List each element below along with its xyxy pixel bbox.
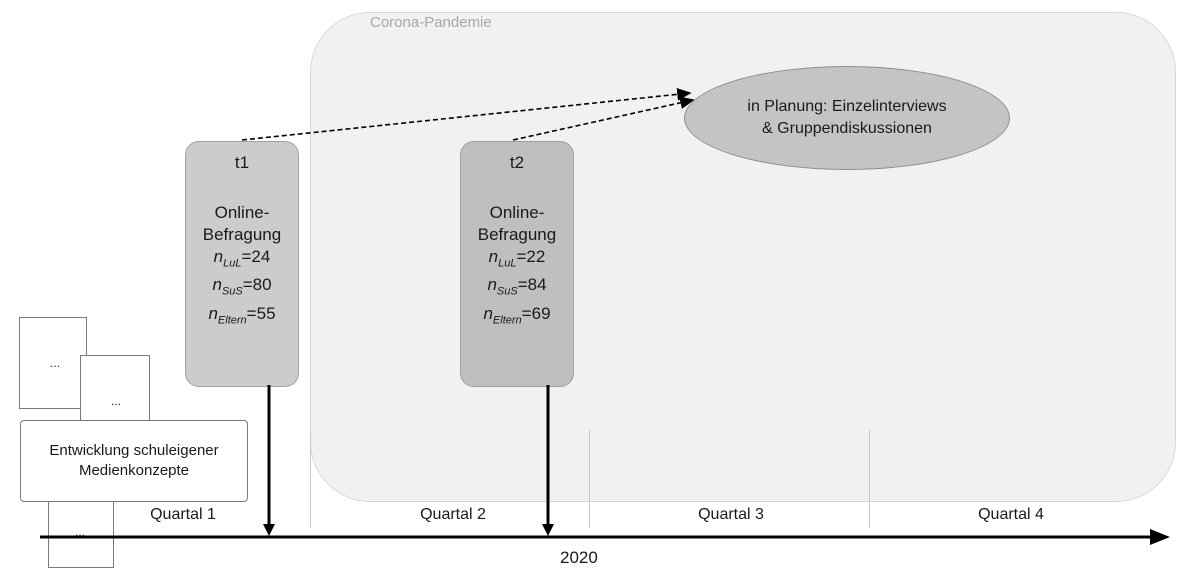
quarter-divider: [310, 430, 311, 528]
t1-arrowhead: [263, 524, 275, 536]
media-concepts-line2: Medienkonzepte: [78, 462, 190, 479]
quarter-divider: [869, 430, 870, 528]
t1-n-sus: nSuS=80: [212, 275, 272, 298]
timeline-year: 2020: [560, 548, 598, 567]
t2-label: t2: [509, 153, 525, 172]
t1-to-planned-arrow: [241, 87, 692, 141]
document-scroll: ...: [19, 317, 87, 409]
corona-label: Corona-Pandemie: [370, 14, 492, 31]
quarter-label-2: Quartal 2: [420, 506, 486, 523]
timeline-arrowhead: [1150, 529, 1170, 545]
t2-arrowhead: [542, 524, 554, 536]
t1-n-eltern: nEltern=55: [208, 303, 276, 327]
t1-label: t1: [234, 153, 250, 172]
quarter-label-4: Quartal 4: [978, 506, 1044, 523]
t1-n-lul: nLuL=24: [213, 247, 271, 270]
t2-n-sus: nSuS=84: [487, 275, 547, 298]
planned-line1: in Planung: Einzelinterviews: [747, 98, 947, 115]
document-dots: ...: [111, 394, 122, 408]
t1-type: Online-Befragung: [202, 203, 282, 244]
quarter-label-1: Quartal 1: [150, 506, 216, 523]
document-dots: ...: [75, 525, 86, 539]
document-dots: ...: [50, 356, 61, 370]
t2-to-planned-arrow: [512, 96, 695, 141]
t1-box: t1 Online-Befragung nLuL=24 nSuS=80 nElt…: [185, 141, 299, 387]
quarter-label-3: Quartal 3: [698, 506, 764, 523]
media-concepts-line1: Entwicklung schuleigener: [49, 442, 219, 459]
t2-box: t2 Online-Befragung nLuL=22 nSuS=84 nElt…: [460, 141, 574, 387]
planned-line2: & Gruppendiskussionen: [762, 120, 932, 137]
planned-interviews-ellipse: in Planung: Einzelinterviews & Gruppendi…: [684, 66, 1010, 170]
t2-n-lul: nLuL=22: [488, 247, 546, 270]
media-concepts-scroll: Entwicklung schuleigener Medienkonzepte: [20, 420, 248, 502]
quarter-divider: [589, 430, 590, 528]
t2-type: Online-Befragung: [477, 203, 557, 244]
t2-n-eltern: nEltern=69: [483, 303, 551, 327]
